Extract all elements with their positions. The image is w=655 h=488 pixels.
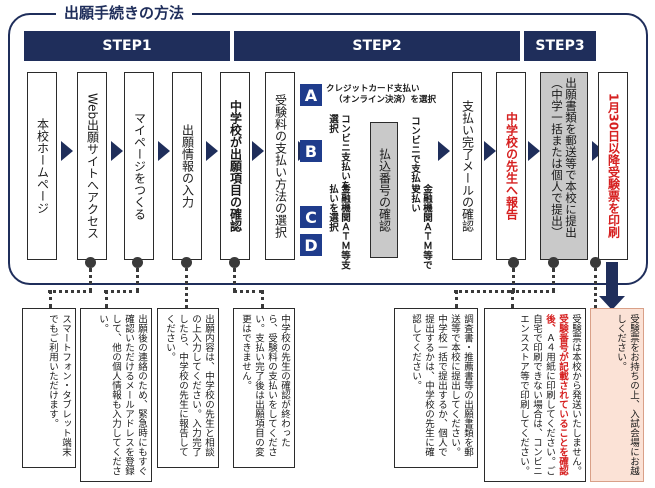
atm-pay-text: 金融機関ＡＴＭ等で支払い [409,184,432,270]
connector-line-7 [594,268,597,308]
option-d-badge: D [300,234,322,256]
connector-dot-2 [132,257,143,268]
note-email: 出願後の連絡のため、緊急時にもすぐ確認いただけるメールアドレスを登録して、他の個… [80,308,152,482]
connector-line-1c [49,290,52,308]
payment-select-box: 受験料の支払い方法の選択 [265,72,295,260]
connector-line-6c [511,290,514,308]
konbini-pay-text: コンビニで支払い [409,116,420,192]
option-cd-text: 金融機関ＡＴＭ等支払いを選択 [327,184,350,270]
note-input: 出願内容は、中学校の先生と相談の上入力してください。入力完了したら、中学校の先生… [157,308,219,468]
submit-docs-box: 出願書類を郵送等で本校に提出（中学一括または個人で提出） [540,72,588,260]
connector-line-4b [233,290,263,293]
connector-line-4c [261,290,264,308]
jhs-confirm-box: 中学校が出願項目の確認 [220,72,250,260]
connector-line-1b [48,290,92,293]
print-ticket-box: 1月30日以降受験票を印刷 [598,72,628,260]
option-c-badge: C [300,206,322,228]
page-title: 出願手続きの方法 [56,2,193,24]
option-b-badge: B [300,140,322,162]
connector-line-6b [510,290,555,293]
connector-dot-5 [508,257,519,268]
mail-confirm-box: 支払い完了メールの確認 [452,72,482,260]
teacher-report-box: 中学校の先生へ報告 [496,72,526,260]
arrow-4 [206,141,218,161]
note-smartphone: スマートフォン・タブレット端末でもご利用いただけます。 [22,308,76,468]
note-exam-day: 受験票をお持ちの上、入試会場にお越しください。 [590,308,644,482]
connector-line-1 [89,268,92,292]
connector-dot-1 [85,257,96,268]
option-a-badge: A [300,84,322,106]
connector-dot-7 [590,257,601,268]
note-ticket: 受験票は本校から発送いたしません。受験番号が記載されていることを確認後、Ａ４用紙… [484,308,586,482]
homepage-box: 本校ホームページ [27,72,57,260]
connector-dot-6 [548,257,559,268]
step1-header: STEP1 [24,31,230,61]
web-access-box: Web出願サイトへアクセス [77,72,107,260]
arrow-1 [61,141,73,161]
connector-line-2 [136,268,139,292]
connector-line-2c [105,290,108,308]
arrow-8 [484,141,496,161]
connector-line-2b [104,290,139,293]
arrow-9 [528,141,540,161]
down-arrow-head [599,296,625,310]
connector-line-5 [512,268,515,292]
connector-line-4 [233,268,236,292]
arrow-2 [111,141,123,161]
mypage-box: マイページをつくる [124,72,154,260]
arrow-7 [438,141,450,161]
info-input-box: 出願情報の入力 [172,72,202,260]
option-a-text: クレジットカード支払い （オンライン決済）を選択 [326,84,437,105]
arrow-5 [252,141,264,161]
down-arrow-shaft [606,262,618,298]
flow-frame [8,13,648,285]
connector-dot-4 [229,257,240,268]
step2-header: STEP2 [234,31,520,61]
connector-line-5b [454,290,515,293]
connector-dot-3 [181,257,192,268]
connector-line-3 [185,268,188,308]
arrow-3 [158,141,170,161]
step3-header: STEP3 [524,31,596,61]
note-documents: 調査書・推薦書等の出願書類を郵送等で本校に提出してください。中学校一括で提出する… [394,308,478,468]
furikomi-box: 払込番号の確認 [370,122,398,258]
option-b-text: コンビニ支払いを選択 [327,114,350,190]
connector-line-6 [552,268,555,292]
connector-line-5c [455,290,458,308]
note-payment: 中学校の先生の確認が終わったら、受験料の支払いをしてください。支払い完了後は出願… [233,308,295,468]
